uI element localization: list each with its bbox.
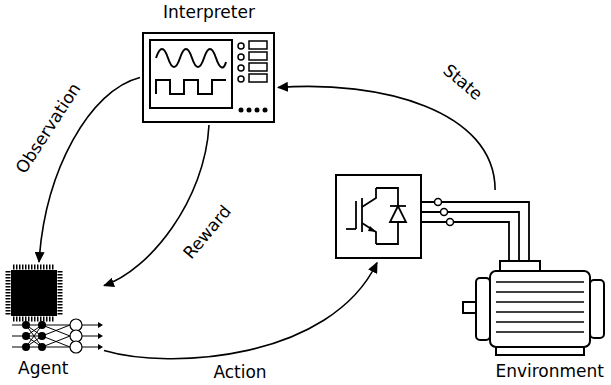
flow-arrow bbox=[104, 263, 377, 359]
chip-network-icon bbox=[4, 262, 104, 358]
arrow-label: Observation bbox=[11, 79, 84, 177]
inverter-motor-icon bbox=[334, 172, 608, 358]
oscilloscope-icon bbox=[140, 30, 278, 125]
node-label: Interpreter bbox=[140, 2, 278, 22]
node-label: Agent bbox=[18, 358, 68, 378]
arrow-label: State bbox=[439, 60, 486, 104]
icon-node: Agent bbox=[4, 262, 104, 380]
node-label: Environment bbox=[495, 361, 604, 381]
icon-node: Interpreter bbox=[140, 0, 278, 125]
arrow-label: Action bbox=[213, 362, 266, 382]
arrow-label: Reward bbox=[179, 201, 235, 262]
icon-node: Environment bbox=[334, 172, 608, 383]
